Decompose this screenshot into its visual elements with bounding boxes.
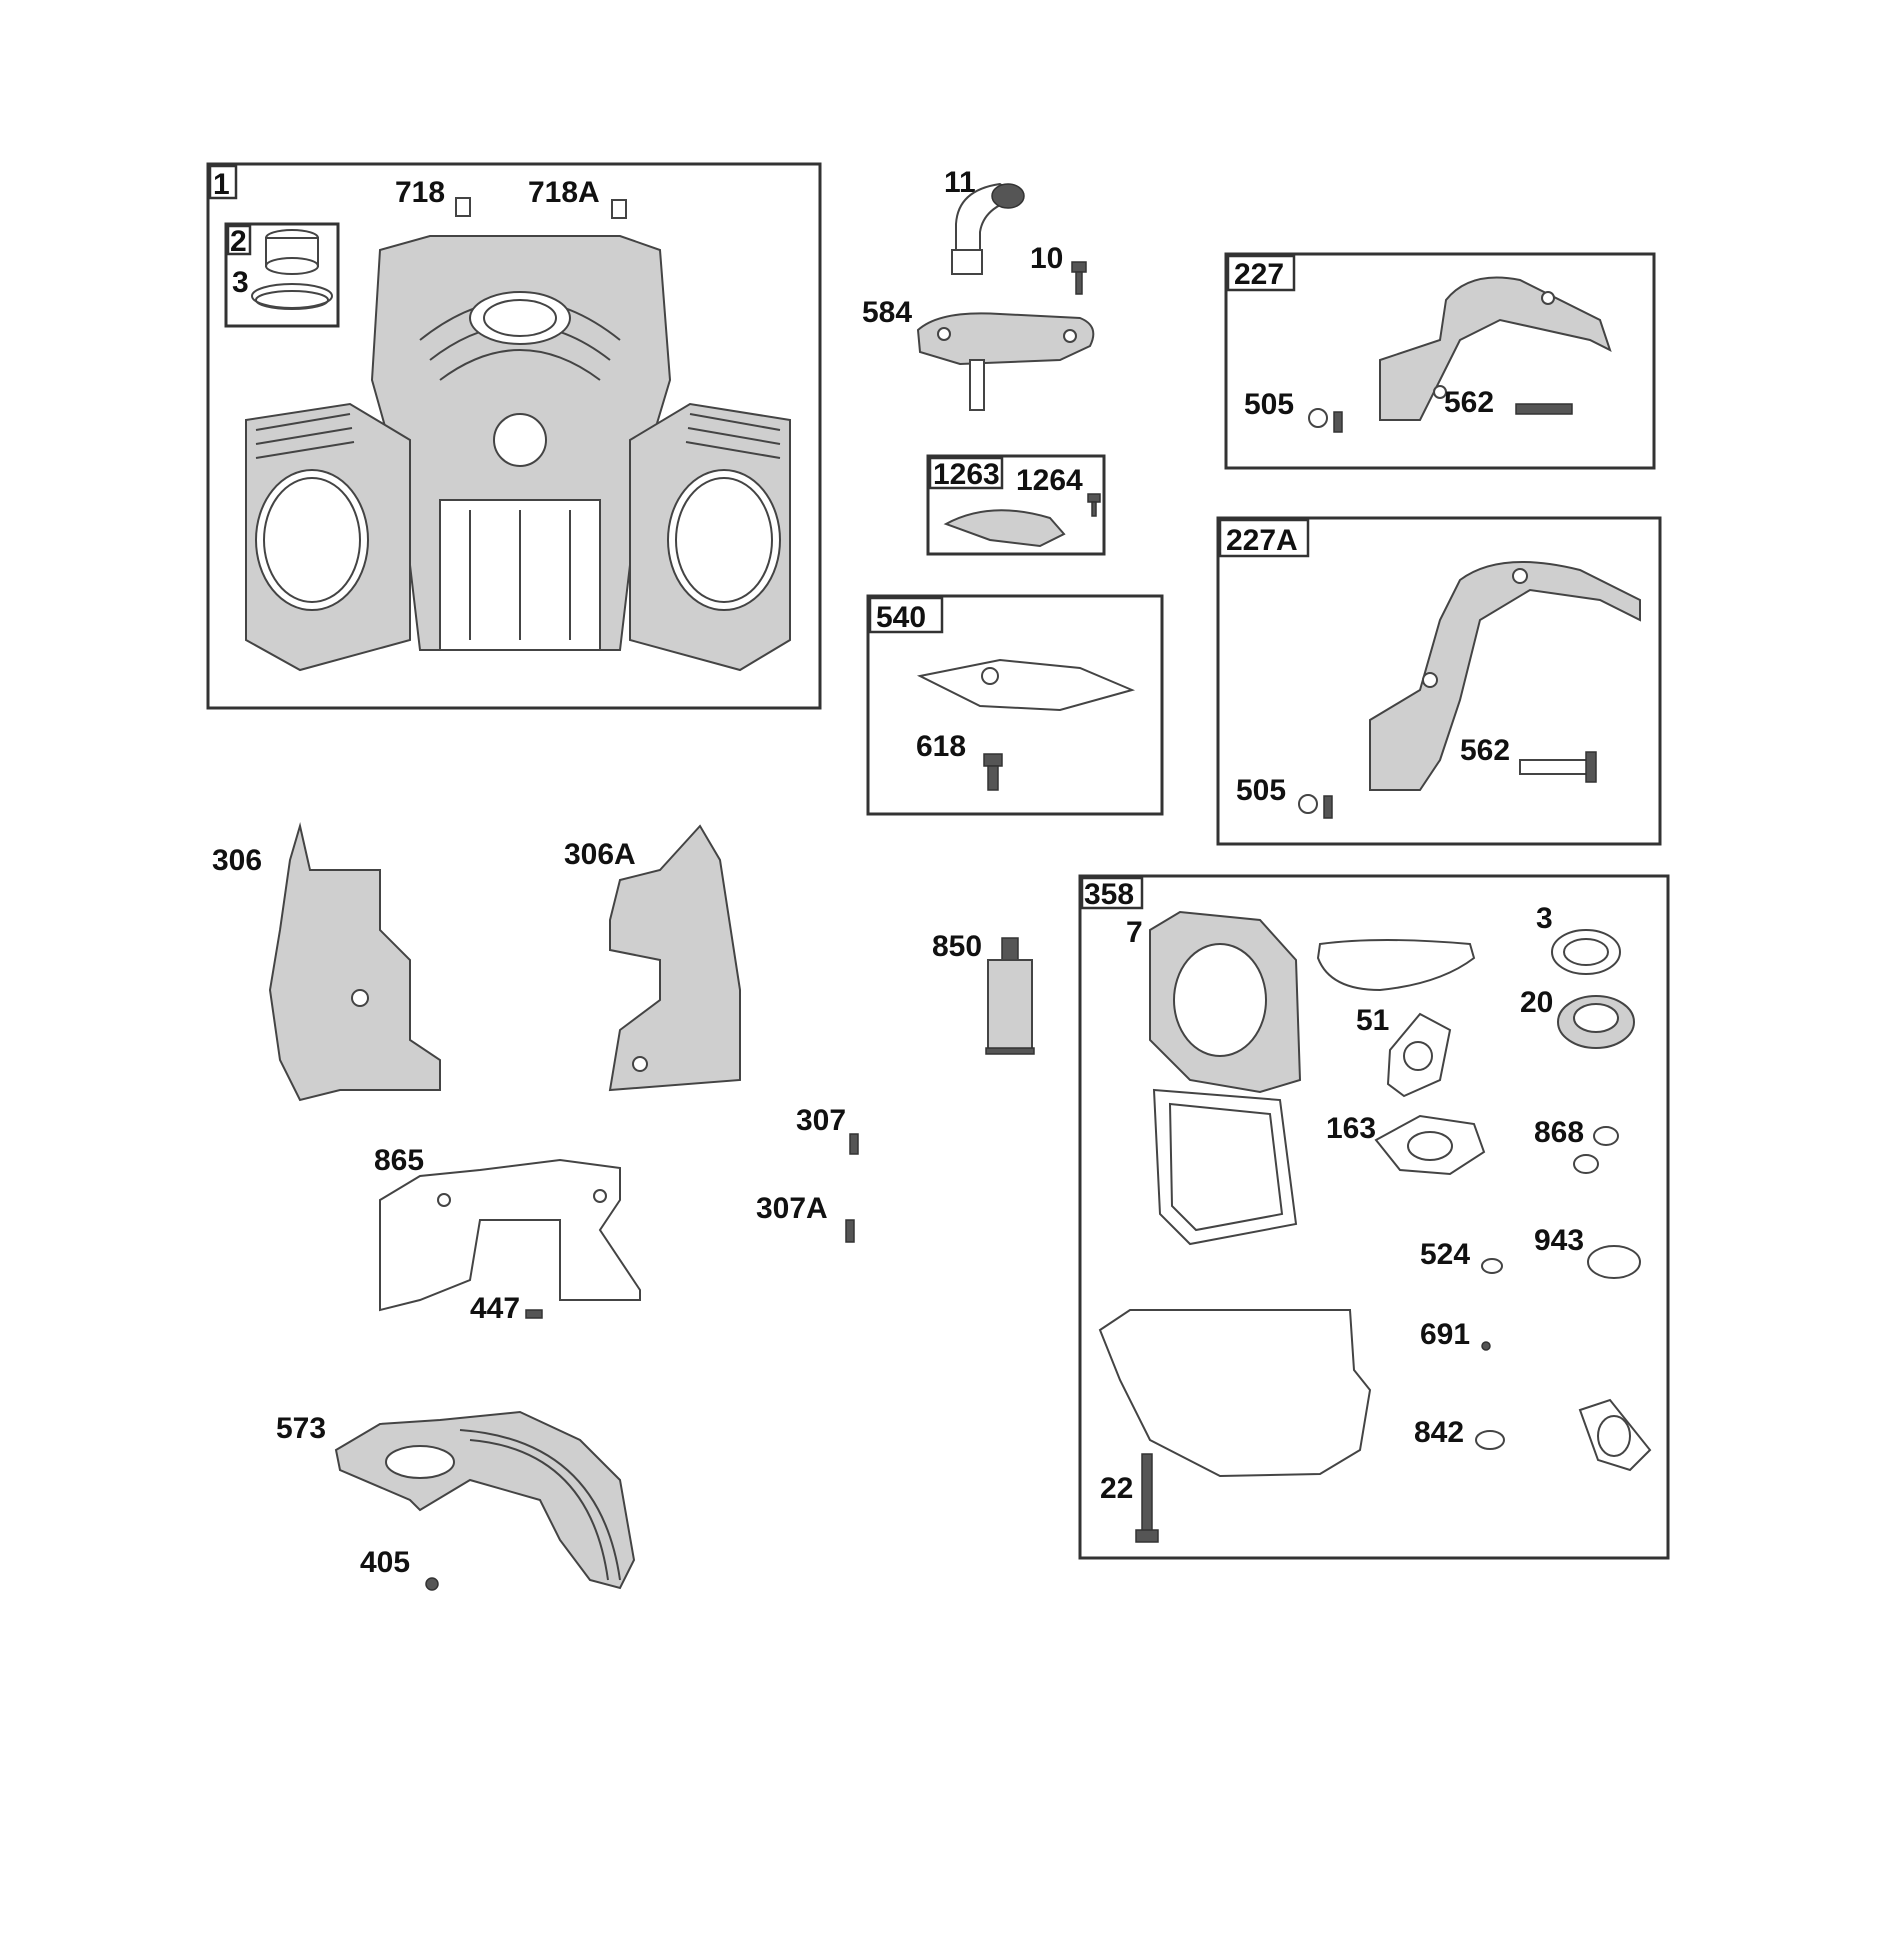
- part-label-22: 22: [1100, 1472, 1133, 1505]
- part-label-540: 540: [876, 601, 926, 634]
- valve-cover-gasket-icon: [1316, 939, 1476, 992]
- ring-set-icon: [251, 283, 333, 310]
- engine-block-icon: [245, 235, 791, 672]
- oil-filter-adapter-gasket-icon: [1578, 1398, 1652, 1472]
- part-label-618: 618: [916, 730, 966, 763]
- part-label-691: 691: [1420, 1318, 1470, 1351]
- part-label-227a: 227A: [1226, 524, 1298, 557]
- bracket-box-227: 227 505 562: [1224, 252, 1656, 470]
- part-label-505: 505: [1236, 774, 1286, 807]
- part-label-307: 307: [796, 1104, 846, 1137]
- part-label-2: 2: [230, 225, 247, 258]
- deflector-box: 1263 1264: [926, 454, 1106, 556]
- part-label-405: 405: [360, 1546, 410, 1579]
- air-guide-icon: [334, 1410, 636, 1590]
- screw-icon: [845, 1219, 855, 1243]
- o-ring-icon: [1481, 1258, 1503, 1274]
- part-label-306a: 306A: [564, 838, 636, 871]
- gasket-set-box-358: 358 7 3 20 51 163 868: [1078, 874, 1670, 1560]
- bracket-icon: [1379, 276, 1612, 421]
- part-label-447: 447: [470, 1292, 520, 1325]
- o-ring-icon: [1475, 1430, 1505, 1450]
- piston-icon: [265, 229, 319, 275]
- crankcase-gasket-icon: [1098, 1309, 1372, 1478]
- breather-tube-icon: [951, 182, 1025, 275]
- bracket-box-227a: 227A 505 562: [1216, 516, 1662, 846]
- blower-housing-plate-icon: [379, 1158, 641, 1312]
- washer-icon: [1481, 1341, 1491, 1351]
- breather-gasket-icon: [1152, 1088, 1298, 1246]
- part-label-11: 11: [944, 166, 976, 199]
- intake-gasket-icon: [1386, 1012, 1452, 1098]
- part-label-850: 850: [932, 930, 982, 963]
- part-label-865: 865: [374, 1144, 424, 1177]
- cylinder-assembly-box: 1 718 718A 2 3: [206, 162, 822, 710]
- part-label-307a: 307A: [756, 1192, 828, 1225]
- part-label-524: 524: [1420, 1238, 1470, 1271]
- nut-icon: [1308, 408, 1343, 433]
- part-label-584: 584: [862, 296, 912, 329]
- valve-seat-icon: [611, 199, 627, 219]
- part-label-51: 51: [1356, 1004, 1389, 1037]
- bolt-icon: [1519, 751, 1597, 783]
- part-label-1263: 1263: [933, 458, 1000, 491]
- part-label-505: 505: [1244, 388, 1294, 421]
- screw-icon: [525, 1309, 543, 1319]
- part-label-1264: 1264: [1016, 464, 1083, 497]
- part-label-3: 3: [232, 266, 249, 299]
- screw-icon: [1087, 493, 1101, 517]
- part-label-3: 3: [1536, 902, 1553, 935]
- part-label-20: 20: [1520, 986, 1553, 1019]
- part-label-358: 358: [1084, 878, 1134, 911]
- gasket-icon: [916, 658, 1136, 712]
- part-label-943: 943: [1534, 1224, 1584, 1257]
- deflector-icon: [943, 509, 1066, 548]
- sealant-tube-icon: [985, 937, 1035, 1055]
- oil-seal-icon: [1557, 995, 1635, 1049]
- bracket-icon: [1369, 561, 1641, 791]
- part-label-562: 562: [1460, 734, 1510, 767]
- breather-plate-icon: [916, 312, 1095, 411]
- screw-icon: [983, 753, 1003, 791]
- gasket-box-540: 540 618: [866, 594, 1164, 816]
- cylinder-shroud-icon: [268, 822, 441, 1102]
- part-label-7: 7: [1126, 916, 1143, 949]
- valve-seal-icon: [1573, 1126, 1619, 1174]
- part-label-1: 1: [213, 168, 230, 201]
- part-label-306: 306: [212, 844, 262, 877]
- part-label-718a: 718A: [528, 176, 600, 209]
- part-label-227: 227: [1234, 258, 1284, 291]
- screw-icon: [1071, 261, 1087, 295]
- head-bolt-icon: [1135, 1453, 1159, 1543]
- part-label-842: 842: [1414, 1416, 1464, 1449]
- o-ring-icon: [1587, 1245, 1641, 1279]
- part-label-10: 10: [1030, 242, 1063, 275]
- screw-icon: [849, 1133, 859, 1155]
- oil-seal-icon: [1551, 929, 1621, 975]
- screw-icon: [425, 1577, 439, 1591]
- head-gasket-icon: [1149, 910, 1302, 1094]
- part-label-562: 562: [1444, 386, 1494, 419]
- part-label-868: 868: [1534, 1116, 1584, 1149]
- valve-seat-icon: [455, 197, 471, 217]
- cylinder-shroud-icon: [608, 824, 741, 1092]
- part-label-163: 163: [1326, 1112, 1376, 1145]
- bolt-icon: [1515, 403, 1573, 415]
- part-label-573: 573: [276, 1412, 326, 1445]
- part-label-718: 718: [395, 176, 445, 209]
- exhaust-gasket-icon: [1374, 1114, 1486, 1176]
- nut-icon: [1298, 794, 1333, 819]
